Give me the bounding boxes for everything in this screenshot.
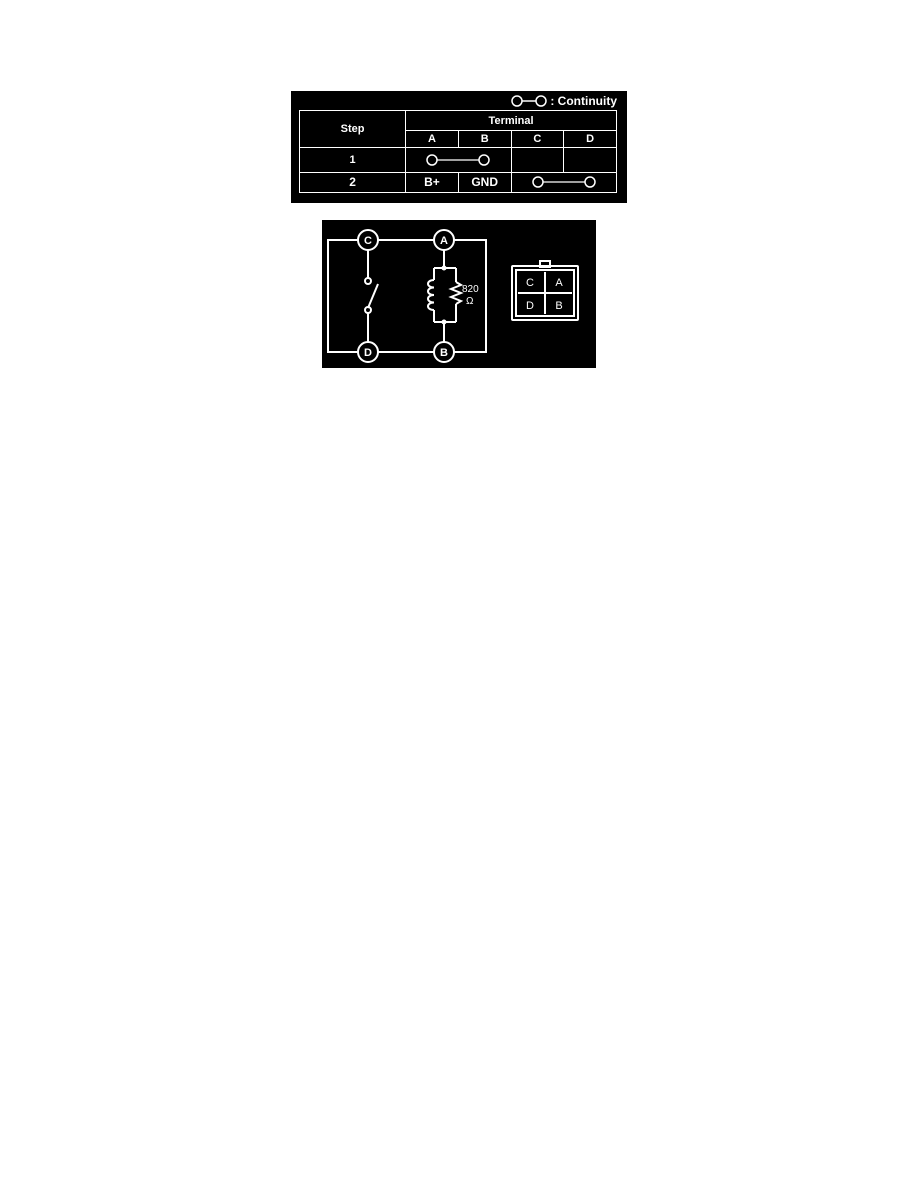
resistor-icon: [448, 281, 464, 305]
right-wire: [454, 239, 487, 353]
table-row: 1: [298, 147, 617, 173]
table-row: 2 B+ GND: [298, 171, 618, 194]
switch-contact-bottom: [364, 306, 372, 314]
continuity-symbol-icon: [511, 95, 548, 107]
node-c-circle: [357, 229, 379, 251]
continuity-table-panel: : Continuity Step Terminal A B C D 1: [291, 91, 627, 203]
schematic-panel: C A D B 820 Ω C A D B: [322, 220, 596, 368]
node-c-label: C: [364, 235, 372, 247]
step-header: Step: [298, 109, 407, 149]
continuity-a-b-icon: [426, 154, 491, 166]
terminal-c-header: C: [510, 130, 565, 149]
terminal-d-header: D: [563, 130, 617, 149]
node-a-label: A: [440, 235, 448, 247]
connector-latch-icon: [539, 260, 551, 268]
resistor-value: 820: [462, 284, 479, 295]
continuity-cell-a-b: [405, 147, 512, 173]
node-d-circle: [357, 341, 379, 363]
continuity-c-d-icon: [532, 176, 596, 189]
continuity-legend: : Continuity: [511, 93, 617, 109]
switch-blade: [367, 283, 379, 309]
terminal-a-header: A: [405, 130, 459, 149]
terminal-header: Terminal: [405, 109, 617, 132]
wiring-schematic: C A D B 820 Ω C A D B: [327, 229, 579, 363]
terminal-c-cell: [510, 147, 565, 173]
node-b-circle: [433, 341, 455, 363]
terminal-b-cell: GND: [457, 171, 512, 194]
table-header-row: Step Terminal: [298, 109, 617, 149]
connector-pin-d: D: [526, 300, 534, 312]
continuity-cell-c-d: [510, 171, 618, 194]
connector-pin-c: C: [526, 277, 534, 289]
junction-top: [441, 265, 447, 271]
connector-inner: [515, 269, 575, 317]
switch-contact-top: [364, 277, 372, 285]
coil-icon: [427, 279, 435, 311]
node-a-circle: [433, 229, 455, 251]
step-cell: 1: [298, 147, 407, 173]
step-cell: 2: [298, 171, 407, 194]
resistor-unit: Ω: [466, 296, 474, 307]
continuity-table: Step Terminal A B C D 1 2 B+ GND: [298, 109, 618, 194]
node-b-label: B: [440, 347, 448, 359]
terminal-b-header: B: [457, 130, 512, 149]
connector-pin-a: A: [555, 277, 563, 289]
legend-label: : Continuity: [550, 94, 617, 108]
node-d-label: D: [364, 347, 372, 359]
connector-pin-b: B: [555, 300, 562, 312]
terminal-a-cell: B+: [405, 171, 459, 194]
terminal-d-cell: [563, 147, 617, 173]
left-wire: [327, 239, 358, 353]
junction-bottom: [441, 319, 447, 325]
